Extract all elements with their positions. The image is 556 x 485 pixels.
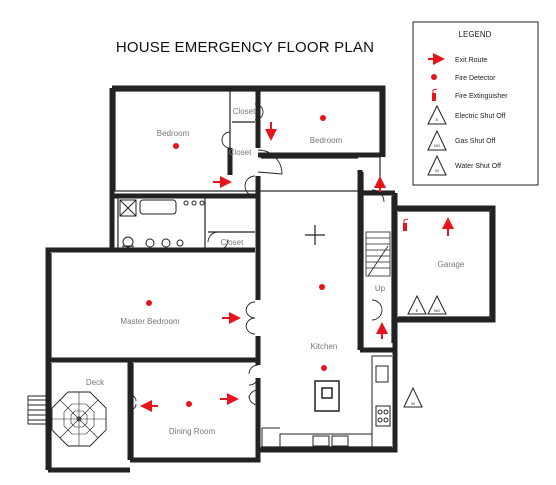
legend-label: Electric Shut Off (455, 113, 506, 120)
room-label-up: Up (375, 284, 386, 293)
room-label-kitchen: Kitchen (311, 342, 338, 351)
legend-heading: LEGEND (459, 30, 492, 39)
legend-label: Gas Shut Off (455, 138, 495, 145)
legend-label: Fire Extinguisher (455, 93, 508, 100)
legend-label: Fire Detector (455, 75, 496, 82)
gas-shutoff-icon: NG (427, 294, 447, 315)
room-label-bedroom-right: Bedroom (310, 136, 343, 145)
svg-text:E: E (416, 308, 419, 313)
room-label-bedroom-left: Bedroom (157, 129, 190, 138)
legend-label: Exit Route (455, 57, 487, 64)
page-title: HOUSE EMERGENCY FLOOR PLAN (115, 39, 375, 56)
kitchen-island (314, 380, 340, 412)
room-label-master-bedroom: Master Bedroom (120, 317, 179, 326)
svg-text:W: W (435, 168, 439, 173)
fire-extinguisher-icon (403, 218, 409, 231)
doors (129, 103, 494, 411)
staircase (365, 231, 391, 277)
room-label-closet-mid: Closet (229, 148, 252, 157)
legend-item-gas-shut-off: NG Gas Shut Off (427, 129, 495, 151)
fire-detector-icon (431, 74, 437, 80)
inner-walls (50, 90, 491, 468)
fire-detector-icon (319, 284, 325, 290)
room-label-dining-room: Dining Room (169, 427, 216, 436)
legend: LEGEND Exit Route Fire Detector Fire Ext… (412, 21, 539, 186)
legend-item-water-shut-off: W Water Shut Off (427, 154, 501, 176)
legend-item-electric-shut-off: E Electric Shut Off (427, 104, 506, 125)
fire-detector-icon (320, 115, 326, 121)
deck-furniture (27, 391, 107, 447)
electric-shutoff-icon: E (427, 104, 447, 125)
svg-text:NG: NG (434, 308, 440, 313)
fire-detector-icon (186, 401, 192, 407)
water-shutoff-icon: W (403, 386, 423, 408)
room-label-closet-top: Closet (233, 107, 256, 116)
legend-item-fire-extinguisher: Fire Extinguisher (432, 88, 508, 101)
room-label-garage: Garage (438, 260, 465, 269)
svg-text:NG: NG (434, 143, 440, 148)
fire-detector-icon (321, 365, 327, 371)
legend-label: Water Shut Off (455, 163, 501, 170)
fire-extinguisher-icon (432, 88, 438, 101)
svg-text:W: W (411, 401, 415, 406)
electric-shutoff-icon: E (407, 294, 427, 315)
legend-item-exit-route: Exit Route (428, 53, 487, 65)
center-cross-icon (305, 225, 325, 245)
room-label-deck: Deck (86, 378, 105, 387)
fire-detector-icon (146, 300, 152, 306)
svg-text:E: E (436, 117, 439, 122)
legend-item-fire-detector: Fire Detector (431, 74, 496, 82)
water-shutoff-icon: W (427, 154, 447, 176)
gas-shutoff-icon: NG (427, 129, 447, 151)
bathroom-fixtures (119, 199, 205, 251)
kitchen-counter (261, 355, 392, 447)
room-label-closet-bath: Closet (221, 238, 244, 247)
fire-detector-icon (173, 143, 179, 149)
